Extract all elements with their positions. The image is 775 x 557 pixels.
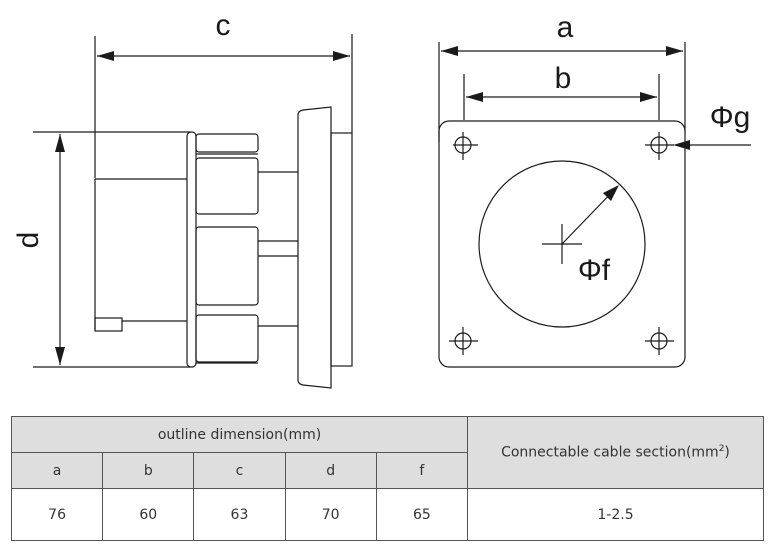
arrow-right-icon <box>640 92 657 102</box>
cable-section-header: Connectable cable section(mm2) <box>467 416 764 489</box>
value-a: 76 <box>10 488 104 541</box>
value-f: 65 <box>375 488 469 541</box>
arrow-right-icon <box>666 46 683 56</box>
label-phi-g: Φg <box>710 101 751 134</box>
dimension-table: outline dimension(mm) Connectable cable … <box>10 416 764 541</box>
value-d: 70 <box>284 488 377 541</box>
cable-section-header-text: Connectable cable section(mm <box>501 444 719 461</box>
value-b: 60 <box>102 488 195 541</box>
dimension-drawing: c d <box>12 9 751 389</box>
cable-section-unit-sup: 2 <box>718 444 725 455</box>
column-header-a: a <box>10 452 104 489</box>
arrow-down-icon <box>55 347 65 365</box>
table-row: 76 60 63 70 65 1-2.5 <box>10 488 764 541</box>
arrow-left-icon <box>673 140 690 150</box>
arrow-left-icon <box>441 46 458 56</box>
column-header-d: d <box>284 452 377 489</box>
label-phi-f: Φf <box>578 254 611 287</box>
column-header-c: c <box>193 452 286 489</box>
front-view <box>438 42 751 368</box>
mounting-hole-icon <box>453 132 478 160</box>
mounting-hole-icon <box>449 327 478 355</box>
value-cable-section: 1-2.5 <box>467 488 764 541</box>
label-a: a <box>557 11 574 44</box>
arrow-left-icon <box>466 92 483 102</box>
label-d: d <box>12 232 45 249</box>
opening-circle <box>478 160 646 328</box>
side-view <box>33 34 353 389</box>
value-c: 63 <box>193 488 286 541</box>
mounting-plate <box>438 120 686 368</box>
column-header-f: f <box>375 452 469 489</box>
label-b: b <box>555 62 572 95</box>
cable-section-header-close: ) <box>724 444 730 461</box>
label-c: c <box>216 9 231 42</box>
outline-dimension-header: outline dimension(mm) <box>11 416 468 453</box>
mounting-hole-icon <box>645 132 674 160</box>
arrow-diagonal-icon <box>603 185 619 201</box>
column-header-b: b <box>102 452 195 489</box>
mounting-hole-icon <box>645 327 674 355</box>
arrow-left-icon <box>97 51 114 61</box>
arrow-up-icon <box>55 134 65 152</box>
arrow-right-icon <box>333 51 350 61</box>
